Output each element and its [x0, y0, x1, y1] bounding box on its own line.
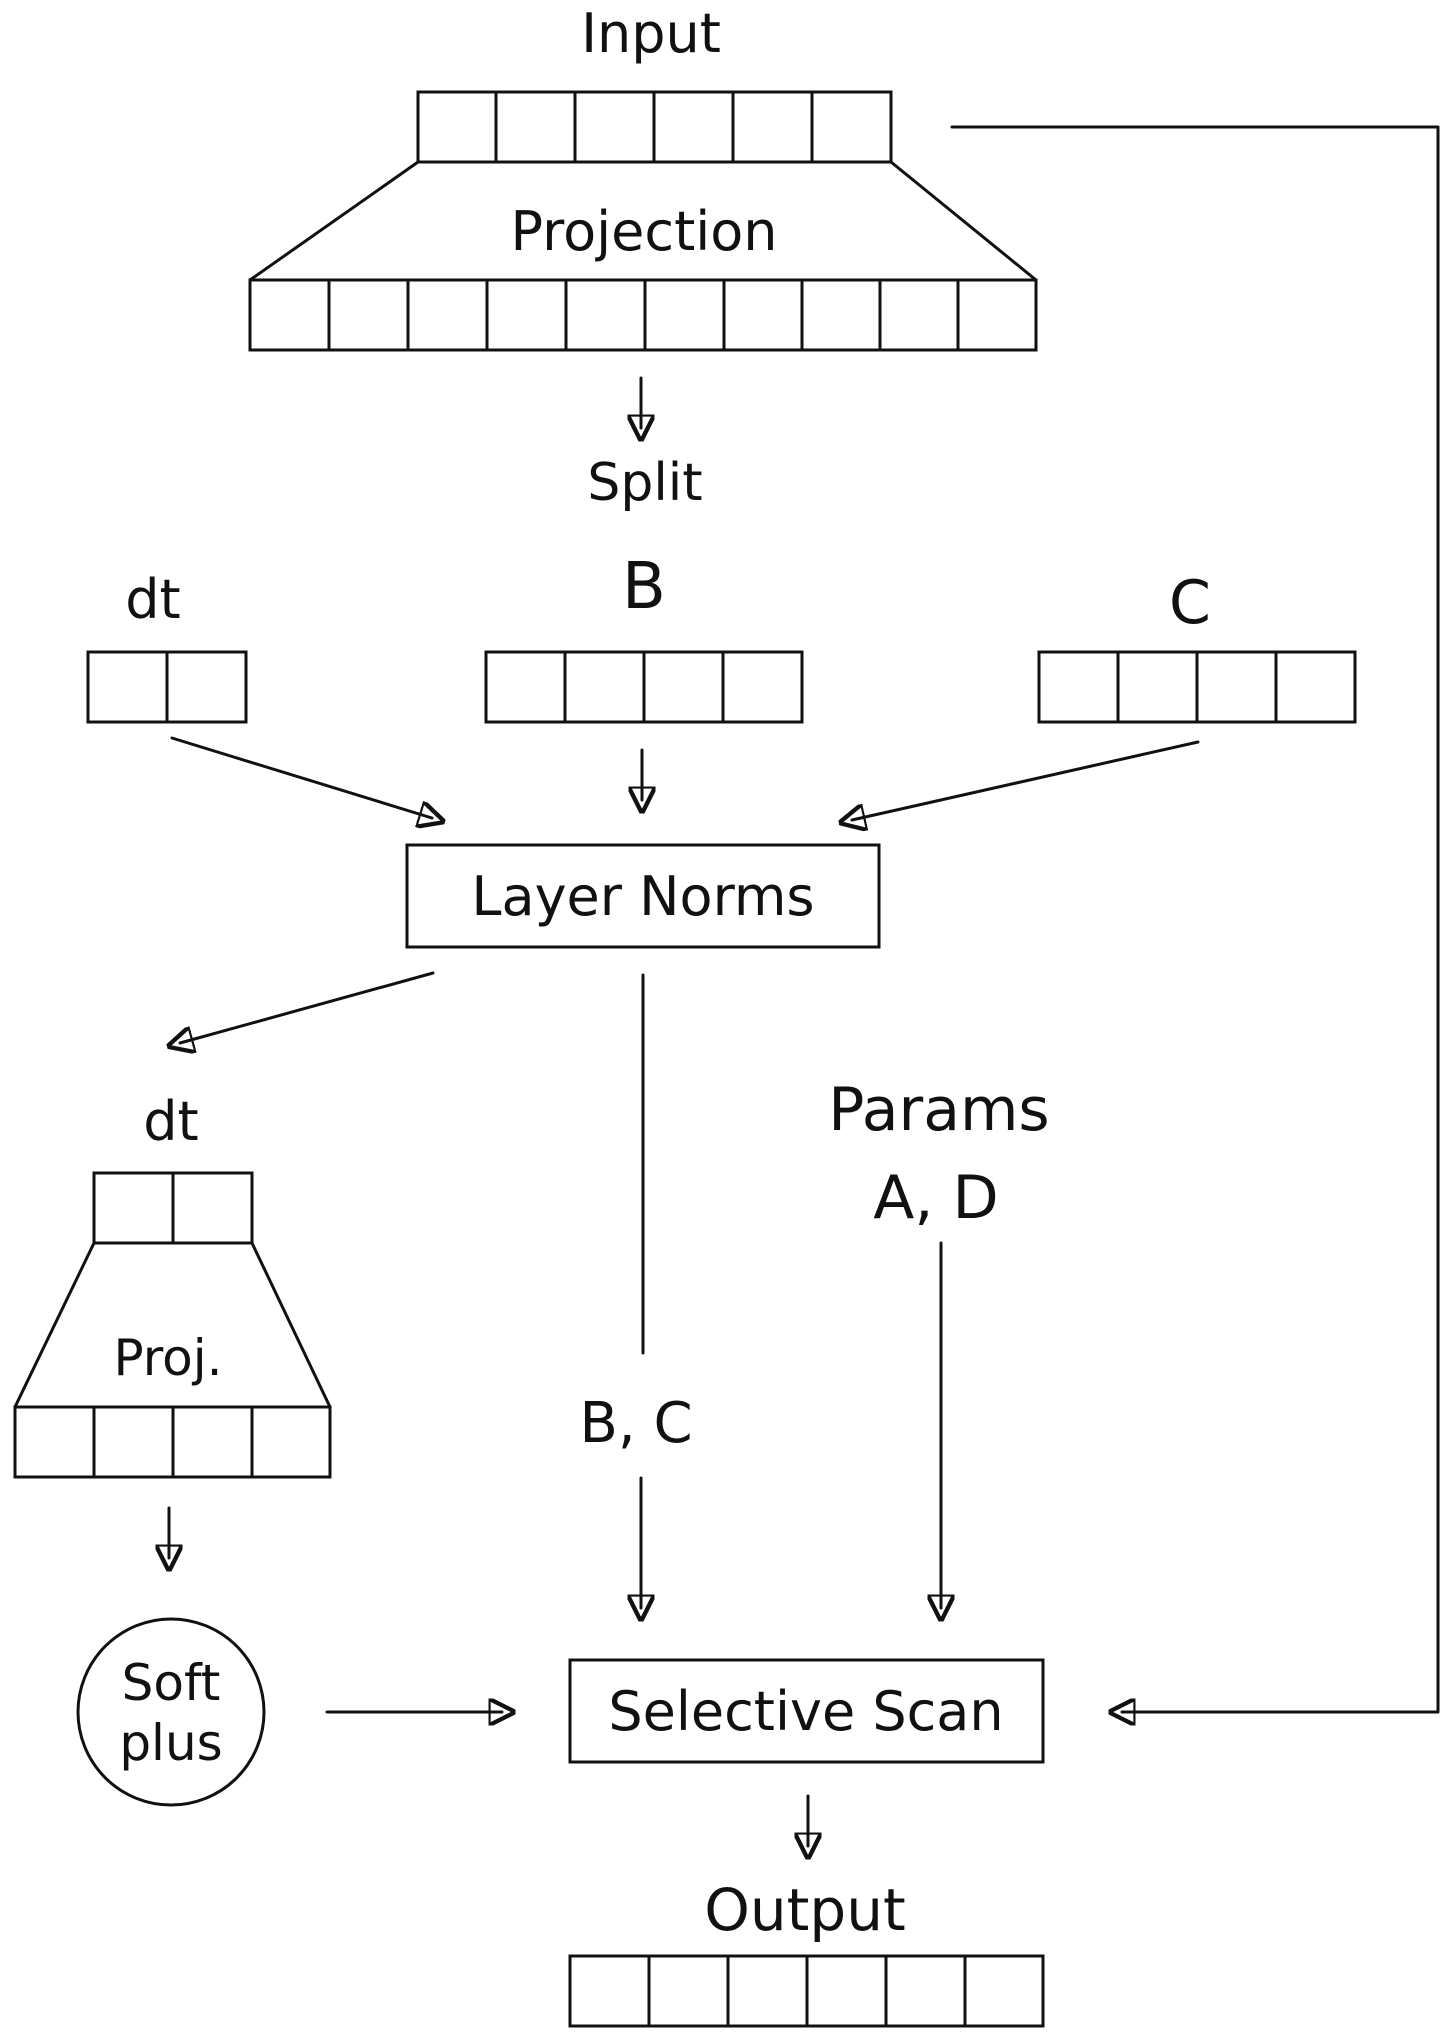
bc-label: B, C	[579, 1391, 692, 1456]
dt-vector	[86, 650, 248, 724]
split-label: Split	[587, 453, 702, 513]
c-label: C	[1169, 568, 1211, 638]
selective-scan-box	[568, 1658, 1045, 1764]
dt-branch-label: dt	[143, 1090, 198, 1153]
output-vector	[568, 1954, 1045, 2028]
proj-trapezoid	[13, 1241, 332, 1409]
dt-label: dt	[125, 568, 180, 631]
selective-scan-label: Selective Scan	[608, 1680, 1003, 1743]
input-label: Input	[581, 2, 721, 65]
projection-trapezoid	[248, 160, 1038, 282]
params-label-line1: Params	[828, 1075, 1049, 1145]
softplus-circle	[76, 1617, 266, 1807]
projection-vector	[248, 278, 1038, 352]
proj-label: Proj.	[113, 1329, 222, 1387]
input-vector	[416, 90, 893, 164]
softplus-label-line1: Soft	[122, 1654, 221, 1712]
projection-label: Projection	[510, 200, 777, 263]
output-label: Output	[704, 1876, 905, 1944]
softplus-label-line2: plus	[119, 1714, 222, 1772]
layer-norms-box	[405, 843, 881, 949]
arrow-input-skip-to-scan	[950, 125, 1440, 1712]
dt-branch-vector	[92, 1171, 254, 1245]
params-label-line2: A, D	[873, 1163, 998, 1233]
arrow-c-to-layernorms	[852, 740, 1200, 820]
arrow-layernorms-to-dt	[180, 971, 435, 1043]
b-label: B	[622, 550, 666, 624]
arrow-dt-to-layernorms	[170, 736, 432, 818]
proj-vector	[13, 1405, 332, 1479]
layer-norms-label: Layer Norms	[471, 865, 814, 928]
b-vector	[484, 650, 804, 724]
c-vector	[1037, 650, 1357, 724]
